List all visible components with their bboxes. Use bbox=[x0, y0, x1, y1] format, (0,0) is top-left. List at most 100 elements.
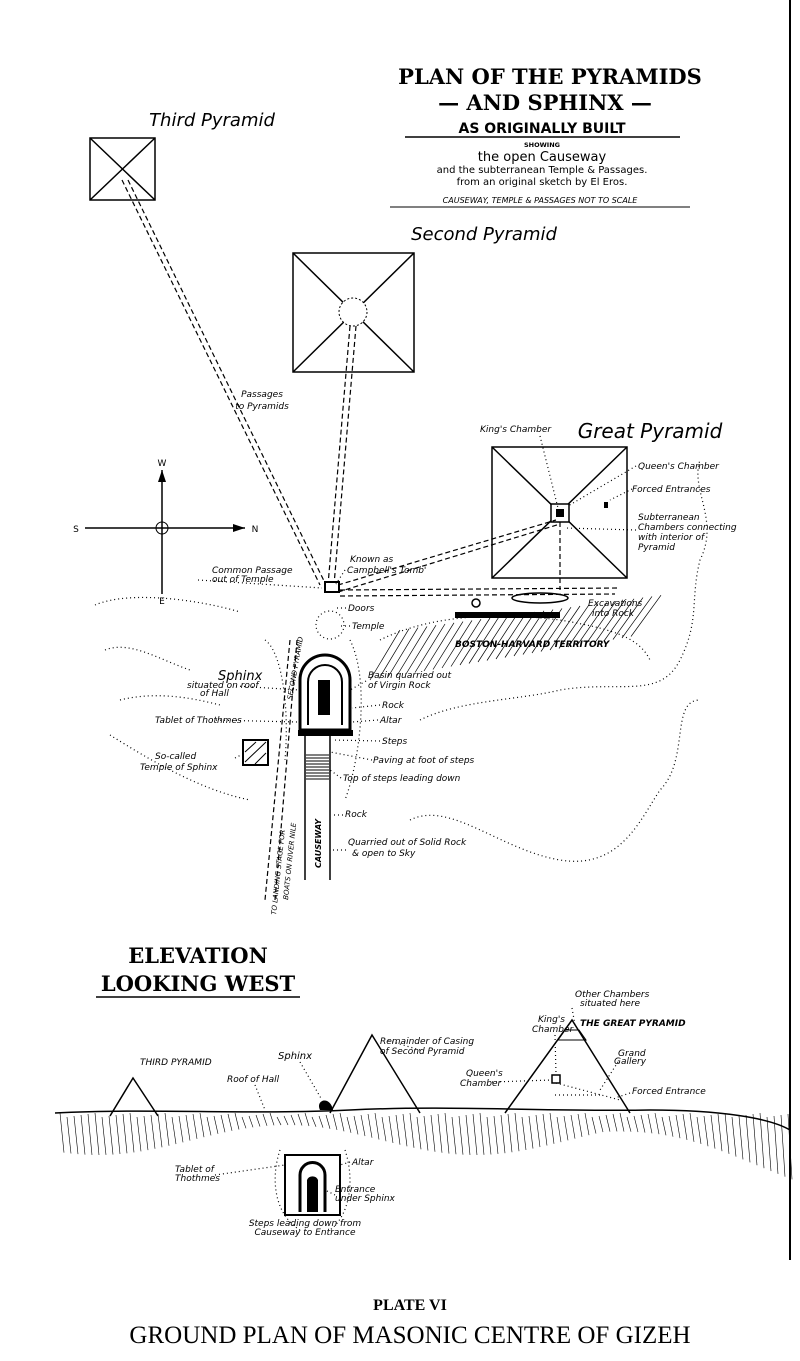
hatch-line bbox=[143, 1115, 149, 1151]
hatch-line bbox=[332, 1113, 338, 1131]
hatch-line bbox=[717, 1113, 723, 1152]
hatch-line bbox=[549, 605, 581, 651]
so-called-label-2: Temple of Sphinx bbox=[140, 763, 218, 773]
hatch-line bbox=[528, 1115, 534, 1149]
hatch-line bbox=[227, 1113, 233, 1131]
hatch-line bbox=[626, 1116, 632, 1132]
hatch-line bbox=[766, 1116, 772, 1172]
great-pyramid-label: Great Pyramid bbox=[578, 419, 723, 443]
excavations-label-1: Excavations bbox=[588, 599, 643, 609]
hatch-line bbox=[500, 1114, 506, 1154]
queens-chamber-elev-2: Chamber bbox=[460, 1079, 503, 1089]
hatch-line bbox=[640, 1114, 646, 1133]
hatch-line bbox=[369, 629, 401, 681]
common-passage-label-2: out of Temple bbox=[212, 575, 274, 585]
campbells-label-1: Known as bbox=[350, 555, 394, 565]
kings-chamber-elev-2: Chamber bbox=[532, 1025, 575, 1035]
hatch-line bbox=[150, 1114, 156, 1149]
hatch-line bbox=[416, 1116, 422, 1150]
basin-label-1: Basin quarried out bbox=[368, 671, 452, 681]
hatch-line bbox=[759, 1112, 765, 1169]
compass-s: S bbox=[73, 525, 79, 535]
hatch-line bbox=[381, 1116, 387, 1142]
third-pyramid-plan: Third Pyramid bbox=[89, 110, 275, 201]
hatch-line bbox=[66, 1116, 72, 1154]
compass-w: W bbox=[158, 459, 167, 469]
hatch-line bbox=[647, 1113, 653, 1134]
hatch-line bbox=[668, 1115, 674, 1137]
causeway-label: CAUSEWAY bbox=[314, 818, 323, 868]
hatch-line bbox=[479, 1112, 485, 1155]
hatch-line bbox=[459, 617, 491, 666]
hatch-line bbox=[563, 1115, 569, 1141]
hatch-line bbox=[136, 1116, 142, 1152]
hatch-line bbox=[220, 1114, 226, 1133]
hatch-line bbox=[269, 1112, 275, 1126]
hatch-line bbox=[661, 1116, 667, 1136]
hatch-line bbox=[682, 1113, 688, 1140]
hatch-line bbox=[360, 1114, 366, 1137]
hatch-line bbox=[129, 1112, 135, 1153]
hatch-line bbox=[405, 625, 437, 675]
hatch-line bbox=[311, 1116, 317, 1127]
hatch-line bbox=[598, 1115, 604, 1133]
hatch-line bbox=[556, 1116, 562, 1143]
hatch-line bbox=[495, 613, 527, 660]
so-called-label-1: So-called bbox=[155, 752, 196, 762]
grand-gallery-label-2: Gallery bbox=[614, 1057, 647, 1067]
hatch-line bbox=[612, 1113, 618, 1132]
great-pyramid-elev-label: THE GREAT PYRAMID bbox=[580, 1019, 686, 1029]
hatch-line bbox=[710, 1114, 716, 1149]
hatch-line bbox=[542, 1113, 548, 1146]
hatch-line bbox=[318, 1115, 324, 1128]
hatch-line bbox=[458, 1115, 464, 1155]
altar-elev-label: Altar bbox=[351, 1158, 375, 1168]
hatch-line bbox=[514, 1112, 520, 1152]
hatch-line bbox=[409, 1112, 415, 1148]
hatch-line bbox=[87, 1113, 93, 1155]
hatch-line bbox=[325, 1114, 331, 1129]
hatch-line bbox=[605, 1114, 611, 1132]
compass-n: N bbox=[252, 525, 259, 535]
elevation-heading-1: ELEVATION bbox=[128, 943, 268, 968]
hatch-line bbox=[388, 1115, 394, 1144]
elevation-heading-2: LOOKING WEST bbox=[101, 971, 296, 996]
title-showing: SHOWING bbox=[524, 141, 560, 149]
hatch-line bbox=[507, 1113, 513, 1153]
steps-label: Steps bbox=[382, 737, 407, 747]
hatch-line bbox=[262, 1113, 268, 1126]
hatch-line bbox=[414, 623, 446, 673]
hatch-line bbox=[199, 1112, 205, 1138]
hatch-line bbox=[724, 1112, 730, 1154]
hatch-line bbox=[234, 1112, 240, 1130]
second-pyramid-label: Second Pyramid bbox=[411, 224, 557, 245]
forced-entrances-label: Forced Entrances bbox=[632, 485, 711, 495]
hatch-line bbox=[745, 1114, 751, 1163]
hatch-line bbox=[185, 1114, 191, 1141]
boston-boundary bbox=[455, 612, 560, 618]
hatch-line bbox=[585, 600, 617, 645]
sphinx-elev-label: Sphinx bbox=[278, 1051, 312, 1062]
hatch-line bbox=[59, 1112, 65, 1153]
hatch-line bbox=[276, 1116, 282, 1126]
rock-label-1: Rock bbox=[382, 701, 405, 711]
casing-label-1: Remainder of Casing bbox=[380, 1037, 474, 1047]
hatch-line bbox=[576, 602, 608, 646]
hatch-line bbox=[703, 1115, 709, 1147]
hatch-line bbox=[738, 1115, 744, 1160]
hatch-line bbox=[567, 603, 599, 648]
hatch-line bbox=[374, 1112, 380, 1140]
temple-plan: Known as Campbell's Tomb' Common Passage… bbox=[140, 555, 475, 915]
steps-elev-label-2: Causeway to Entrance bbox=[254, 1228, 355, 1238]
steps-elev-label-1: Steps leading down from bbox=[249, 1219, 362, 1229]
queens-chamber-label: Queen's Chamber bbox=[638, 462, 720, 472]
sphinx-sub-label-1: situated on roof bbox=[187, 681, 260, 691]
hatch-line bbox=[444, 1112, 450, 1154]
hatch-line bbox=[570, 1114, 576, 1139]
hatch-line bbox=[591, 1116, 597, 1134]
hatch-line bbox=[157, 1113, 163, 1148]
quarried-label-1: Quarried out of Solid Rock bbox=[348, 838, 467, 848]
other-chambers-label-1: Other Chambers bbox=[575, 990, 650, 1000]
hatch-line bbox=[477, 615, 509, 663]
